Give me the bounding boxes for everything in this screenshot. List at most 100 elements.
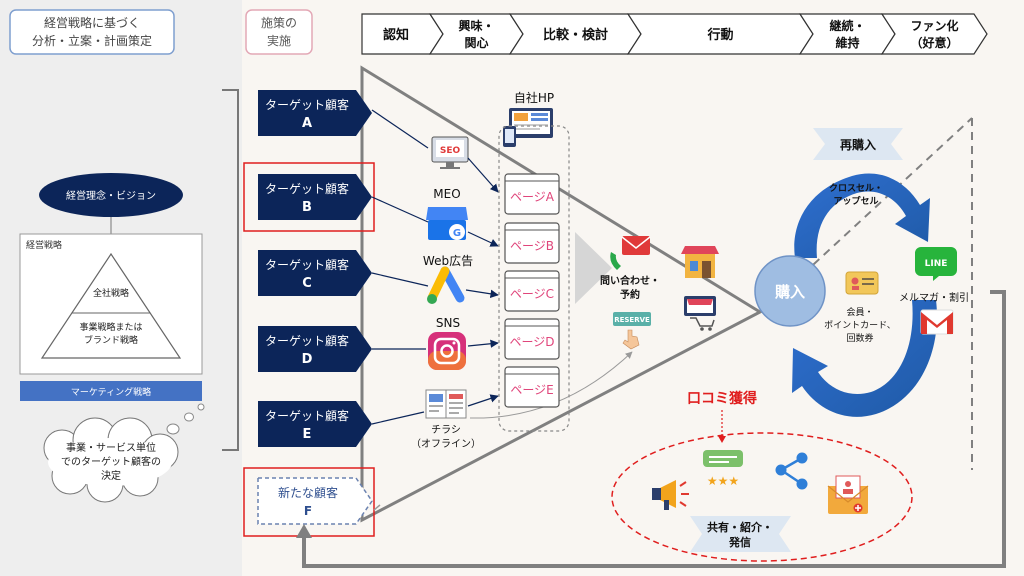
page-card-label: ページD — [509, 335, 554, 349]
stage-label-line1: 継続・ — [829, 18, 865, 33]
page-card-label: ページC — [510, 287, 554, 301]
vision-label: 経営理念・ビジョン — [66, 189, 156, 202]
flyer-label-line2: （オフライン） — [411, 438, 481, 450]
page-card-frame — [504, 270, 560, 312]
page-card-frame — [504, 173, 560, 215]
mail-magazine-label: メルマガ・割引 — [899, 291, 969, 304]
new-customer-line2: F — [304, 504, 312, 518]
member-label-line3: 回数券 — [846, 332, 873, 344]
page-card-b: ページB — [504, 222, 560, 264]
share-icon — [775, 452, 808, 490]
own-site-page-group — [498, 125, 570, 432]
stage-label-line2: 関心 — [464, 36, 488, 50]
page-card-label: ページB — [510, 239, 554, 253]
inquiry-label-line2: 予約 — [620, 288, 640, 301]
purchase-circle — [754, 255, 826, 327]
strategy-header-box — [9, 9, 175, 55]
funnel-outline — [360, 65, 764, 523]
funnel-inner-arrow — [575, 232, 612, 304]
customer-label-line2: B — [302, 200, 312, 215]
arrow-seo-to-page-a — [467, 157, 499, 193]
page-card-e: ページE — [504, 366, 560, 408]
corporate-strategy-label: 全社戦略 — [93, 287, 129, 299]
arrow-meo-to-page-b — [467, 231, 499, 247]
strategy-header-line1: 経営戦略に基づく — [44, 15, 140, 30]
line-icon: LINE — [915, 247, 957, 281]
customer-label-line1: ターゲット顧客 — [265, 97, 349, 112]
stage-label-line1: 興味・ — [458, 18, 494, 33]
customer-label-line1: ターゲット顧客 — [265, 181, 349, 196]
word-of-mouth-title: 口コミ獲得 — [687, 390, 757, 407]
word-of-mouth-area — [611, 432, 913, 562]
right-panel-background — [242, 0, 1024, 576]
decision-cloud — [43, 417, 179, 503]
customer-shape — [258, 250, 372, 296]
target-customer-a[interactable]: ターゲット顧客 A — [258, 90, 372, 136]
review-icon: ★★★ — [703, 450, 743, 488]
customer-shape — [258, 401, 372, 447]
stage-chevron-row: 認知興味・関心比較・検討行動継続・維持ファン化（好意） — [361, 13, 988, 55]
flyer-icon — [425, 389, 467, 419]
cloud-text-line2: でのターゲット顧客の — [61, 455, 161, 468]
customer-label-line2: A — [302, 116, 312, 131]
stage-label: 行動 — [706, 27, 733, 43]
business-strategy-label-line1: 事業戦略または — [79, 321, 142, 333]
cross-sell-line2: アップセル — [833, 195, 878, 207]
stage-label: 比較・検討 — [543, 27, 608, 43]
stage-4: 行動 — [626, 13, 814, 55]
stage-label: 認知 — [383, 27, 409, 43]
feedback-loop-line — [302, 290, 1006, 568]
line-icon-text: LINE — [925, 259, 948, 269]
customer-label-line1: ターゲット顧客 — [265, 333, 349, 348]
marketing-strategy-bar — [20, 381, 202, 401]
cross-sell-line1: クロスセル・ — [829, 183, 883, 194]
svg-text:G: G — [453, 228, 461, 239]
page-card-a: ページA — [504, 173, 560, 215]
bubble-dot-1 — [197, 403, 205, 411]
strategy-header-line2: 分析・立案・計画策定 — [32, 33, 152, 48]
stage-3: 比較・検討 — [508, 13, 642, 55]
mail-invite-icon — [827, 475, 869, 514]
own-site-label: 自社HP — [514, 90, 554, 105]
target-customer-e[interactable]: ターゲット顧客 E — [258, 401, 372, 447]
measures-label-line1: 施策の — [261, 16, 297, 30]
share-label-line2: 発信 — [728, 535, 751, 549]
seo-icon: SEO — [431, 136, 469, 169]
highlight-box-customer-b — [243, 162, 375, 232]
page-card-c: ページC — [504, 270, 560, 312]
stage-label-line1: ファン化 — [910, 18, 958, 33]
cloud-text-line1: 事業・サービス単位 — [66, 441, 156, 454]
google-my-business-icon: G — [426, 207, 468, 240]
arrow-a-to-seo — [371, 109, 429, 149]
bubble-dot-3 — [166, 423, 180, 435]
arrow-sns-to-page-d — [467, 339, 499, 348]
stage-2: 興味・関心 — [428, 13, 524, 55]
word-of-mouth-pointer-head — [718, 436, 726, 443]
member-label-line2: ポイントカード、 — [824, 320, 896, 331]
cycle-arrows — [792, 173, 937, 417]
page-card-frame — [504, 222, 560, 264]
repurchase-banner — [813, 128, 903, 160]
page-card-d: ページD — [504, 318, 560, 360]
new-customer-f[interactable]: 新たな顧客 F — [257, 477, 373, 525]
customer-label-line2: E — [303, 427, 312, 442]
arrow-b-to-meo — [371, 196, 429, 223]
megaphone-icon — [652, 480, 689, 510]
target-customer-b[interactable]: ターゲット顧客 B — [258, 174, 372, 220]
svg-text:★★★: ★★★ — [707, 474, 739, 488]
stage-label-line2: （好意） — [910, 35, 958, 50]
member-card-icon — [845, 271, 879, 295]
bubble-dot-2 — [184, 412, 194, 422]
marketing-strategy-label: マーケティング戦略 — [71, 386, 151, 398]
share-banner — [690, 516, 791, 552]
flyer-label-line1: チラシ — [431, 424, 461, 436]
stage-6: ファン化 （好意） — [880, 13, 988, 55]
vision-ellipse — [39, 173, 183, 217]
inquiry-label-line1: 問い合わせ・ — [600, 274, 660, 287]
google-ads-icon — [427, 266, 465, 304]
stage-1: 認知 — [361, 13, 444, 55]
customer-label-line1: ターゲット顧客 — [265, 408, 349, 423]
